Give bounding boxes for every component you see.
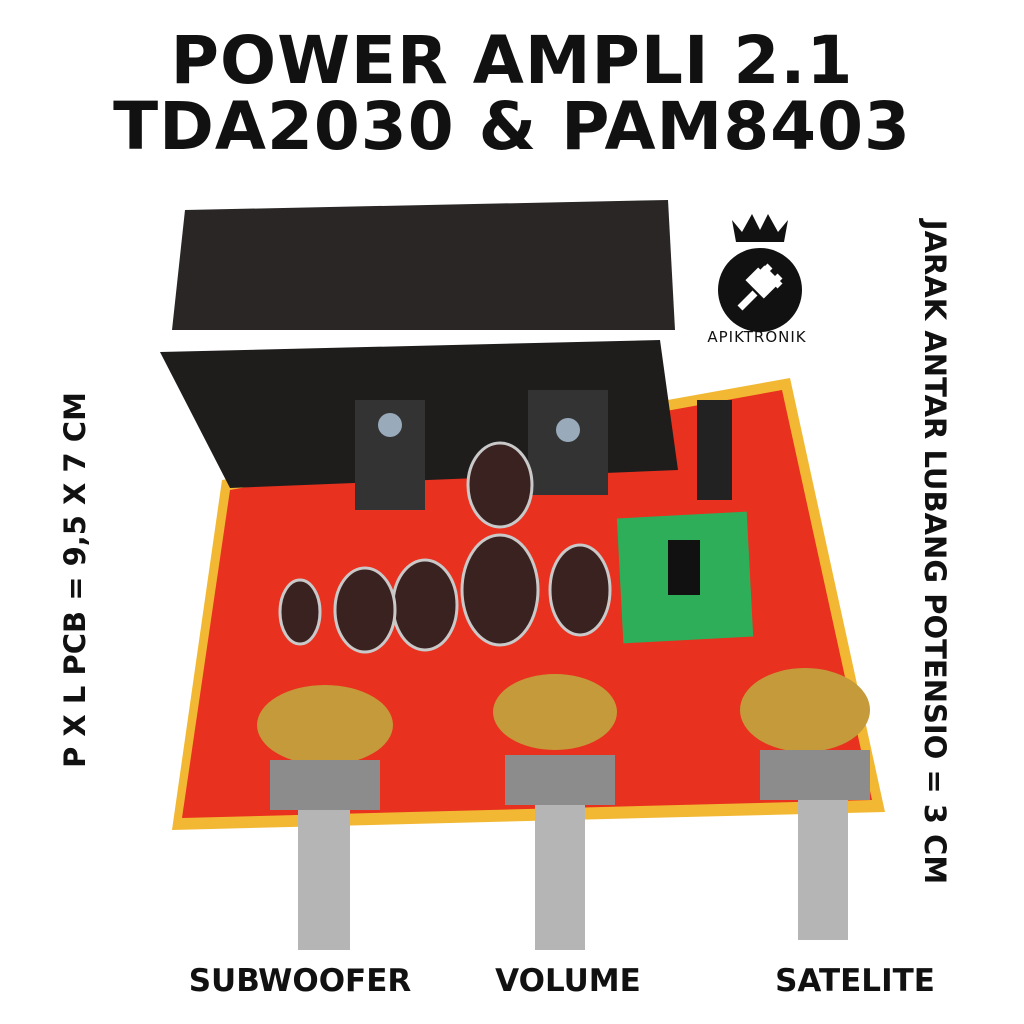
- label-volume: VOLUME: [495, 963, 641, 999]
- title-line-1: POWER AMPLI 2.1: [170, 22, 854, 99]
- brand-name: APIKTRONIK: [707, 328, 807, 346]
- crown-plug-icon: [718, 214, 802, 332]
- pcb-dimensions-text: P X L PCB = 9,5 X 7 CM: [58, 392, 92, 768]
- potentiometer-spacing-text: JARAK ANTAR LUBANG POTENSIO = 3 CM: [918, 219, 952, 885]
- potentiometers: [257, 668, 870, 950]
- label-satelite: SATELITE: [775, 963, 935, 999]
- heatsink-top: [172, 200, 675, 330]
- label-subwoofer: SUBWOOFER: [188, 963, 412, 999]
- title-line-2: TDA2030 & PAM8403: [113, 88, 911, 165]
- transistor-2: [528, 390, 608, 495]
- capacitors: [278, 441, 612, 654]
